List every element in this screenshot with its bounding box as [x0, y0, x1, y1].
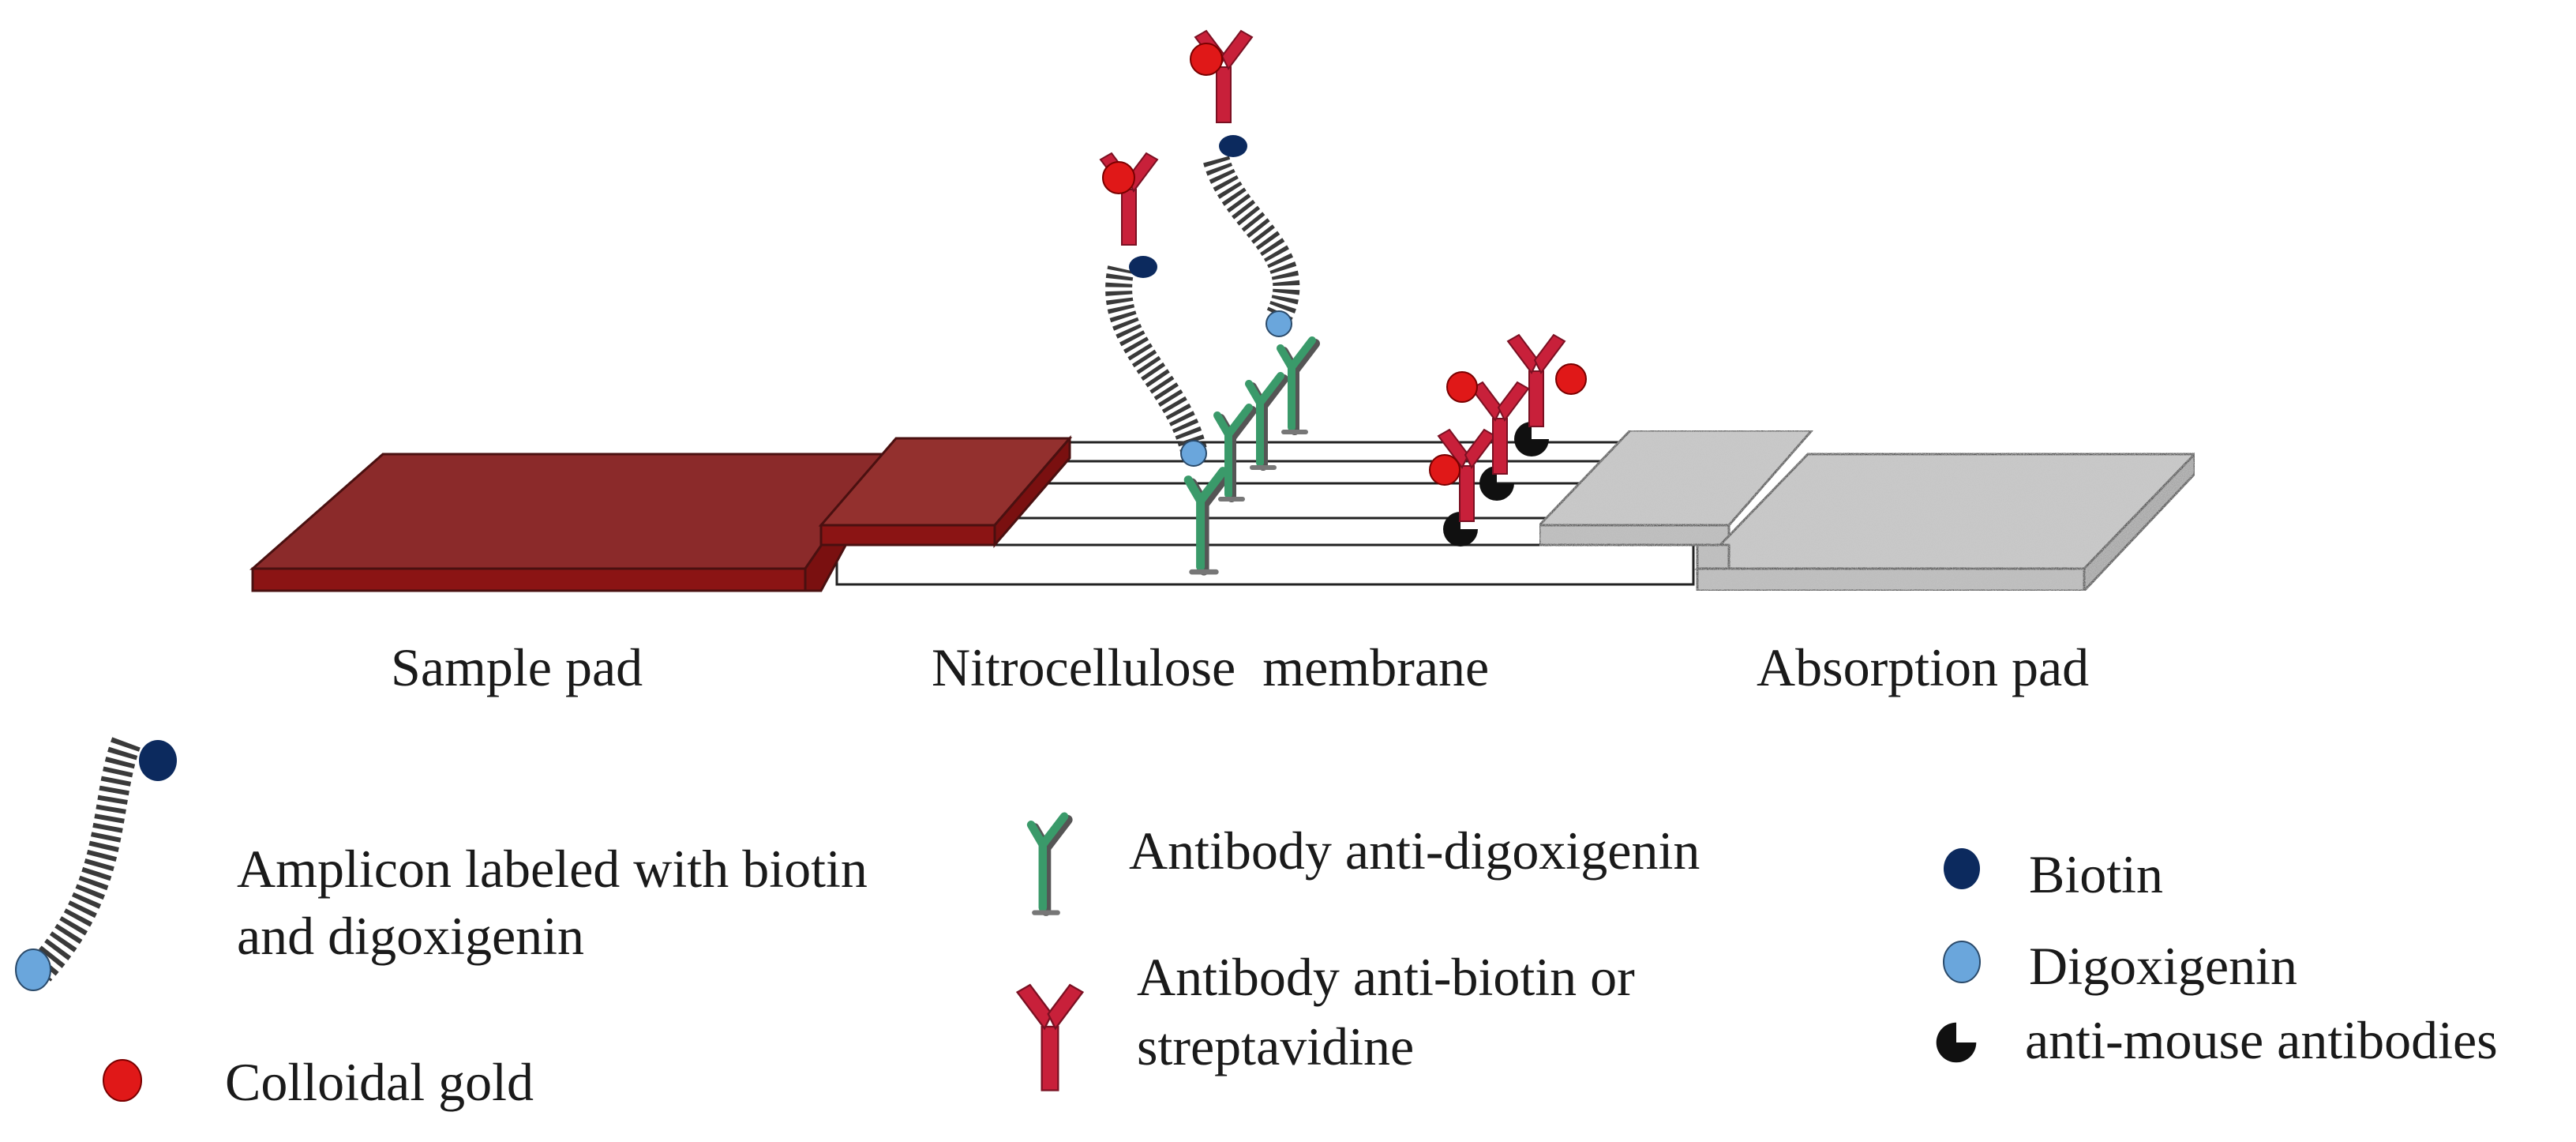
- digoxigenin-marker: [1266, 310, 1292, 337]
- anti-mouse-icon: [1936, 1022, 1977, 1063]
- legend-digoxigenin: Digoxigenin: [1943, 936, 2297, 996]
- amplicon-legend-text-2: and digoxigenin: [237, 906, 584, 966]
- legend-biotin: Biotin: [1944, 844, 2163, 904]
- biotin-marker: [1219, 135, 1247, 157]
- digoxigenin-icon: [1943, 941, 1981, 983]
- sample-pad-label: Sample pad: [391, 637, 643, 697]
- colloidal-gold-particle: [1429, 454, 1460, 486]
- amplicon-coil: [1105, 265, 1207, 454]
- legend-anti-biotin: Antibody anti-biotin or streptavidine: [1016, 947, 1635, 1091]
- colloidal-gold-icon: [103, 1059, 142, 1102]
- test-strip: [249, 429, 2198, 594]
- biotin-icon: [139, 740, 177, 781]
- digoxigenin-icon: [15, 949, 51, 991]
- digoxigenin-marker: [1180, 440, 1207, 467]
- legend-anti-digoxigenin: Antibody anti-digoxigenin: [1031, 817, 1700, 913]
- legend-amplicon: Amplicon labeled with biotin and digoxig…: [15, 737, 868, 991]
- colloidal-gold-particle: [1446, 371, 1478, 403]
- amplicon-icon: [28, 737, 141, 982]
- legend-colloidal-gold: Colloidal gold: [103, 1052, 534, 1112]
- biotin-marker: [1129, 256, 1157, 278]
- anti-biotin-legend-text-2: streptavidine: [1137, 1016, 1414, 1076]
- anti-digoxigenin-antibody: [1249, 376, 1284, 468]
- anti-digoxigenin-legend-text: Antibody anti-digoxigenin: [1129, 821, 1700, 881]
- biotin-icon: [1944, 848, 1980, 889]
- anti-digoxigenin-antibody: [1281, 340, 1315, 432]
- legend-anti-mouse: anti-mouse antibodies: [1936, 1010, 2498, 1070]
- colloidal-gold-particle: [1102, 161, 1135, 194]
- legend: Amplicon labeled with biotin and digoxig…: [15, 737, 2498, 1112]
- anti-digoxigenin-icon: [1031, 817, 1067, 913]
- anti-biotin-icon: [1016, 983, 1084, 1091]
- biotin-legend-text: Biotin: [2029, 844, 2163, 904]
- digoxigenin-legend-text: Digoxigenin: [2029, 936, 2297, 996]
- test-line: [1100, 30, 1315, 572]
- colloidal-gold-particle: [1555, 363, 1587, 395]
- amplicon-coil: [1202, 154, 1300, 322]
- anti-biotin-legend-text: Antibody anti-biotin or: [1137, 947, 1635, 1007]
- absorption-pad: [1536, 429, 2198, 594]
- nitrocellulose-membrane: [834, 441, 1695, 586]
- colloidal-gold-legend-text: Colloidal gold: [225, 1052, 534, 1112]
- amplicon-legend-text: Amplicon labeled with biotin: [237, 839, 868, 899]
- anti-mouse-legend-text: anti-mouse antibodies: [2025, 1010, 2498, 1070]
- membrane-label: Nitrocellulose membrane: [932, 637, 1489, 697]
- sample-pad: [249, 434, 1073, 592]
- control-line: [1429, 334, 1587, 547]
- colloidal-gold-particle: [1190, 43, 1223, 76]
- absorption-pad-label: Absorption pad: [1757, 637, 2089, 697]
